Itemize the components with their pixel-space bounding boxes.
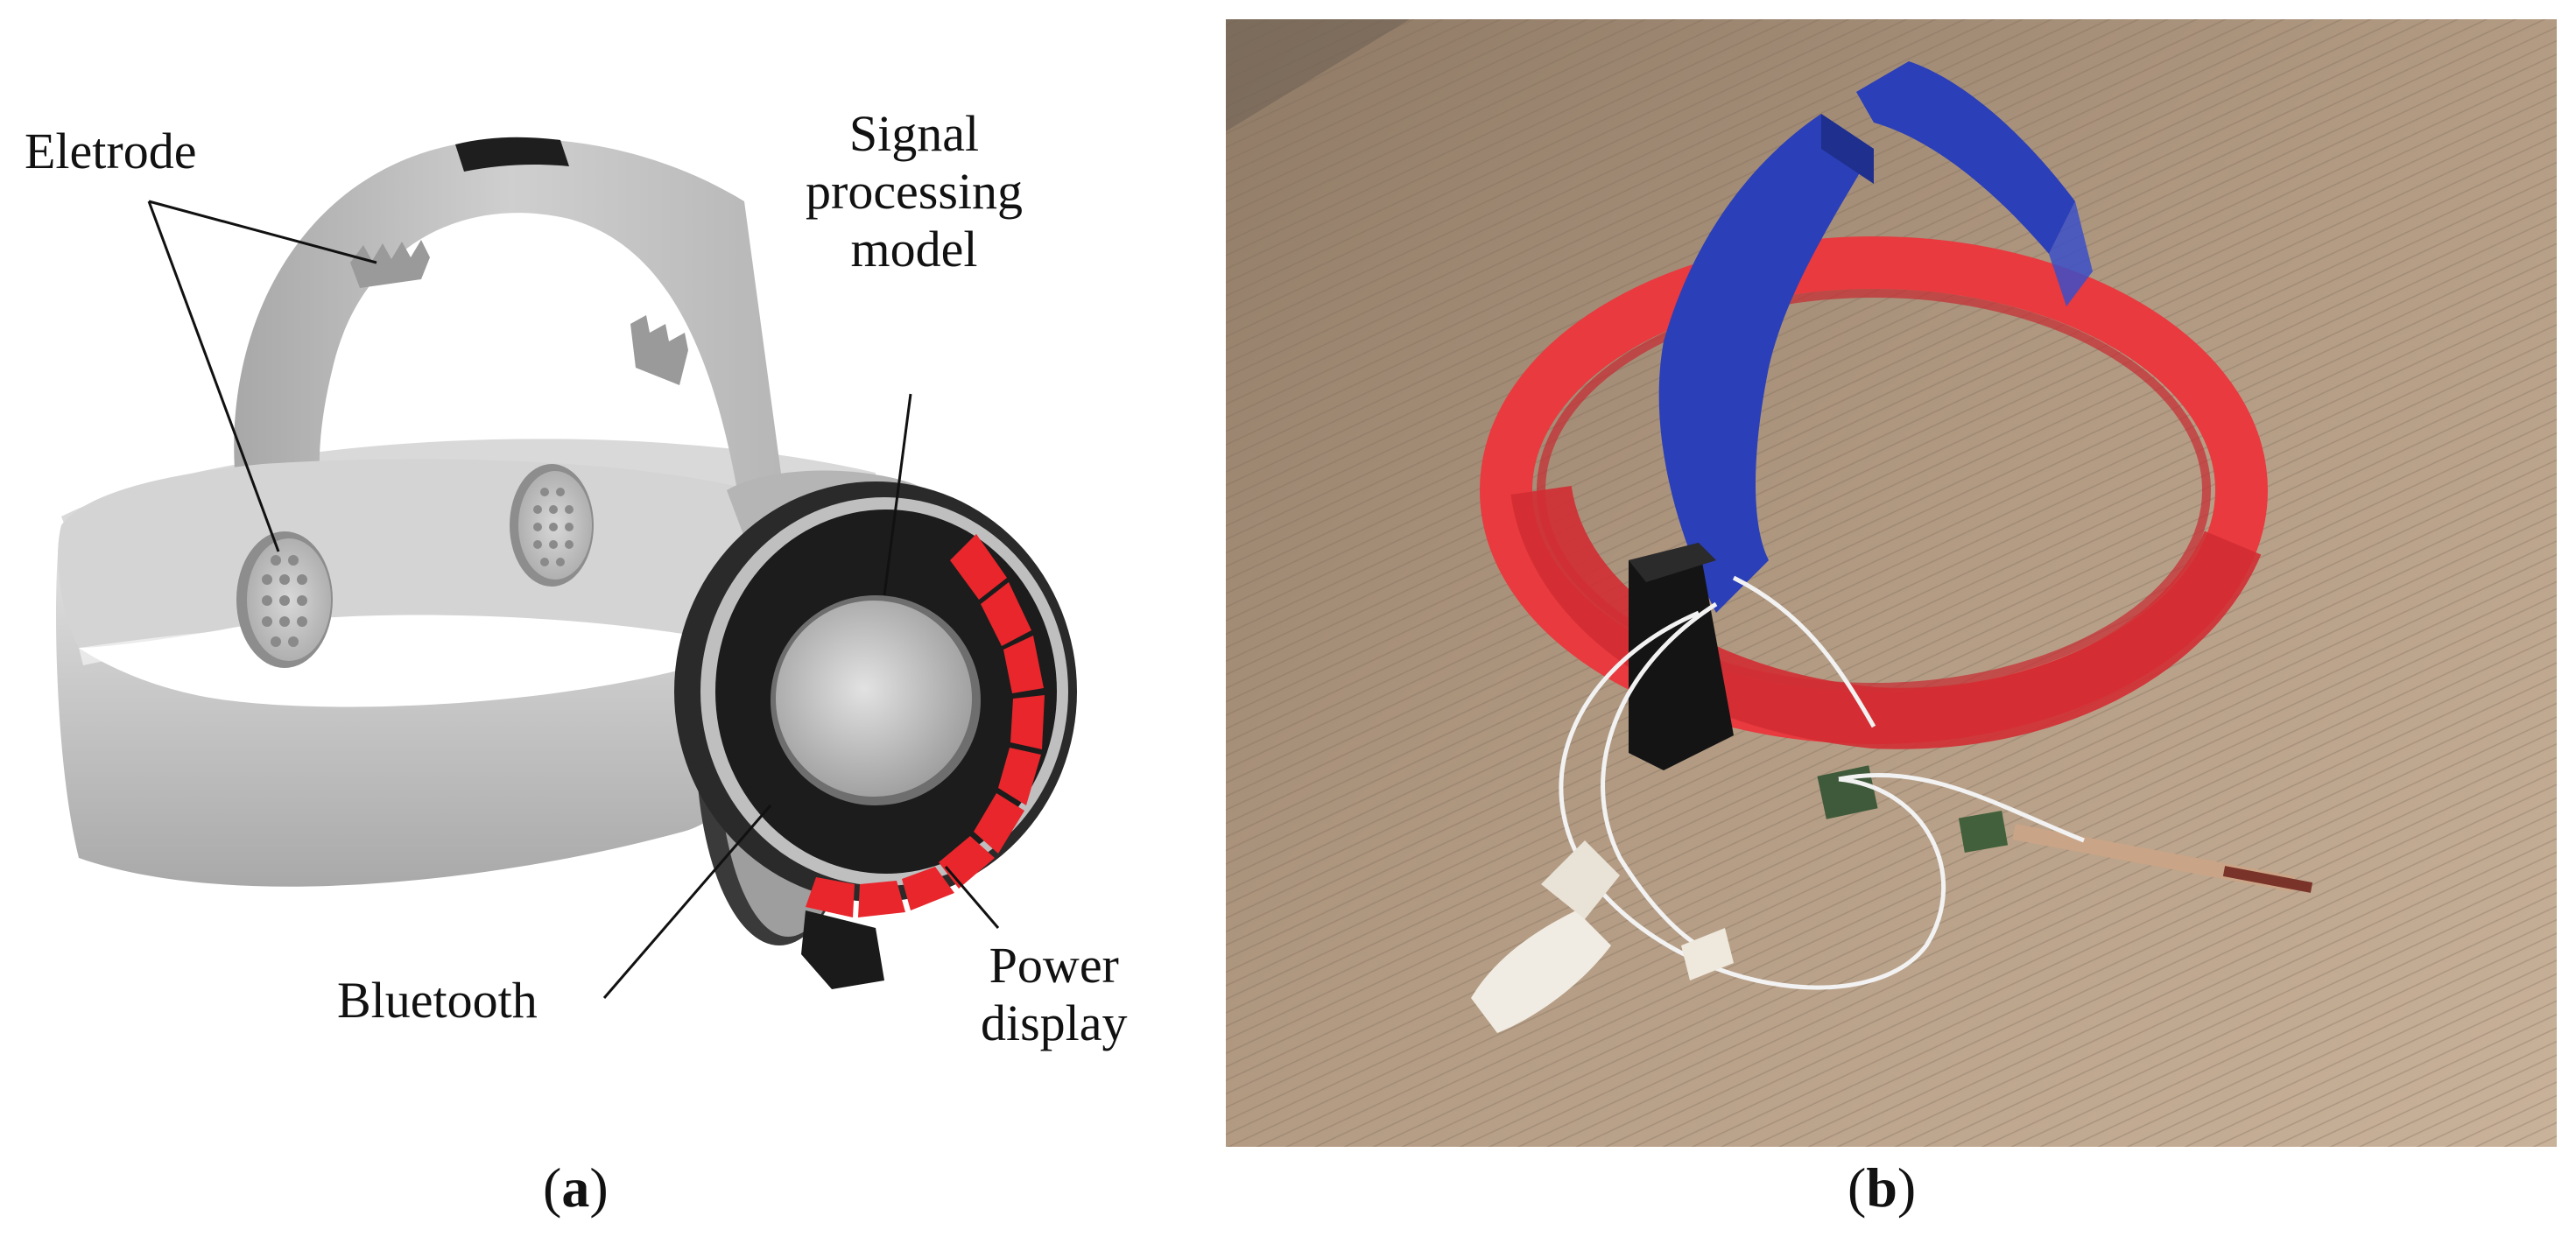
callout-power-line1: Power: [989, 937, 1119, 994]
leader-signal: [883, 393, 912, 596]
processing-module: [674, 470, 1077, 989]
leader-bluetooth: [602, 805, 772, 999]
callout-power-display: Power display: [981, 937, 1128, 1052]
power-display-led-ring: [806, 534, 1045, 917]
headband-front: [56, 459, 754, 887]
headset-render-drawing: [56, 137, 1077, 999]
callout-leader-lines: [147, 200, 1000, 999]
callout-electrode: Eletrode: [25, 123, 197, 179]
white-wires: [1559, 575, 2085, 990]
callout-bluetooth: Bluetooth: [337, 972, 538, 1029]
blue-straps: [1658, 61, 2093, 613]
prototype-photo-drawing: [1226, 19, 2557, 1147]
callout-signal-line2: processing: [806, 163, 1024, 220]
leader-electrode-a: [148, 200, 377, 264]
electrode-pad-right: [510, 464, 594, 587]
panel-b-label: (b): [1848, 1156, 1917, 1219]
battery-box: [1629, 543, 1734, 770]
wood-table: [1226, 19, 2557, 1147]
electrode-pad-left: [236, 531, 333, 668]
leader-power: [944, 866, 1000, 929]
panel-a-label: (a): [543, 1156, 609, 1219]
leader-electrode-b: [147, 200, 280, 552]
top-strap: [234, 137, 788, 534]
panel-b-prototype-photo: (b): [1208, 0, 2576, 1258]
red-headband: [1480, 236, 2268, 749]
callout-power-line2: display: [981, 994, 1128, 1051]
electrode-probe: [2012, 824, 2313, 893]
panel-a-headset-render: Eletrode Signal processing model Bluetoo…: [0, 0, 1208, 1258]
callout-signal-line3: model: [850, 221, 978, 278]
callout-signal-line1: Signal: [848, 105, 980, 162]
circuit-board: [1817, 765, 2009, 854]
ear-clips: [1471, 840, 1734, 1033]
callout-signal-processing-model: Signal processing model: [806, 105, 1023, 278]
